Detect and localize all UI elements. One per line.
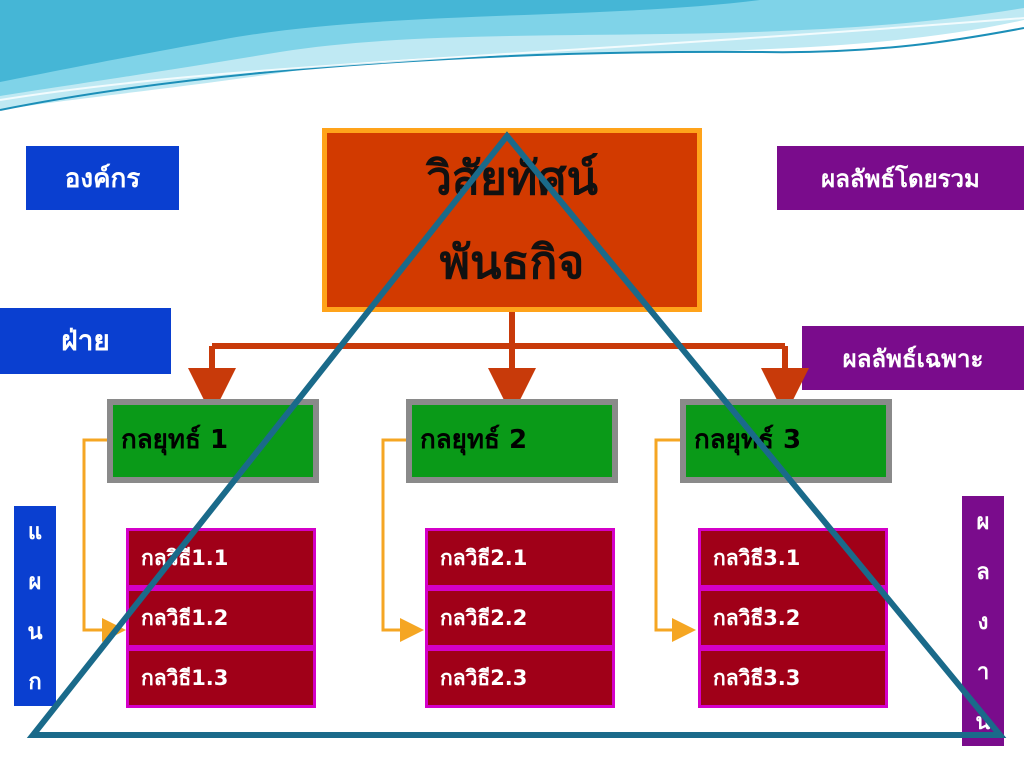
strategy-box-1: กลยุทธ์ 1 <box>107 399 319 483</box>
method-box-2-2: กลวิธี2.2 <box>425 588 615 648</box>
strategy-box-3: กลยุทธ์ 3 <box>680 399 892 483</box>
method-label: กลวิธี1.1 <box>141 545 229 570</box>
method-box-3-2: กลวิธี3.2 <box>698 588 888 648</box>
method-box-1-1: กลวิธี1.1 <box>126 528 316 588</box>
tree-connector <box>188 312 809 416</box>
method-box-2-3: กลวิธี2.3 <box>425 648 615 708</box>
strategy-label: กลยุทธ์ 2 <box>420 425 528 455</box>
method-box-3-1: กลวิธี3.1 <box>698 528 888 588</box>
method-box-1-3: กลวิธี1.3 <box>126 648 316 708</box>
wave-header-decoration <box>0 0 1024 111</box>
method-box-3-3: กลวิธี3.3 <box>698 648 888 708</box>
method-label: กลวิธี2.2 <box>440 605 528 630</box>
method-box-2-1: กลวิธี2.1 <box>425 528 615 588</box>
strategy-label: กลยุทธ์ 3 <box>694 425 802 455</box>
method-label: กลวิธี2.3 <box>440 665 528 690</box>
strategy-box-2: กลยุทธ์ 2 <box>406 399 618 483</box>
method-box-1-2: กลวิธี1.2 <box>126 588 316 648</box>
method-label: กลวิธี3.3 <box>713 665 801 690</box>
method-label: กลวิธี1.2 <box>141 605 229 630</box>
method-label: กลวิธี1.3 <box>141 665 229 690</box>
method-label: กลวิธี3.1 <box>713 545 801 570</box>
strategy-label: กลยุทธ์ 1 <box>121 425 229 455</box>
method-label: กลวิธี2.1 <box>440 545 528 570</box>
method-label: กลวิธี3.2 <box>713 605 801 630</box>
